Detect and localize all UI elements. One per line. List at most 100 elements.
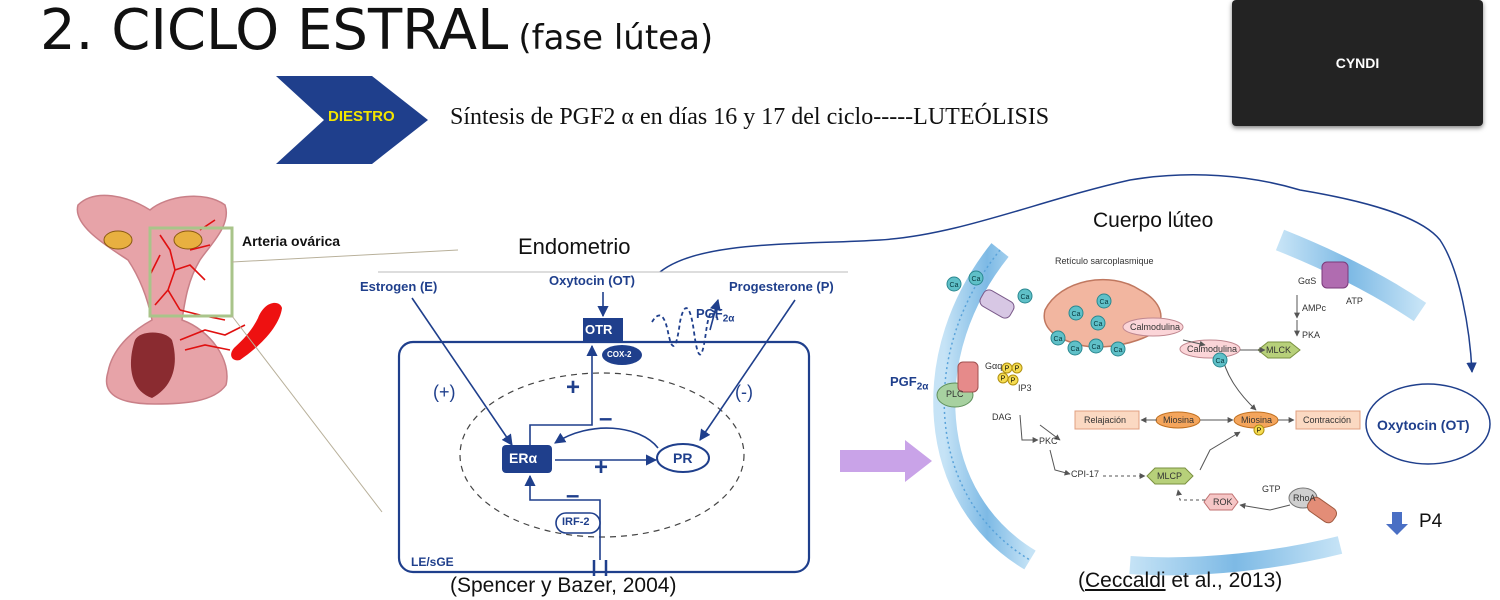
calmodulina-label-2: Calmodulina xyxy=(1187,344,1238,354)
ca-ion-label: Ca xyxy=(972,276,981,283)
atp-label: ATP xyxy=(1346,296,1363,306)
ca-ion-label: Ca xyxy=(1071,346,1080,353)
left-ovary-icon xyxy=(103,230,133,250)
ceccaldi-open: ( xyxy=(1078,569,1085,592)
ca-ion-icon xyxy=(1050,330,1066,346)
rhoa-label: RhoA xyxy=(1293,493,1316,503)
progesterone-label: Progesterone (P) xyxy=(729,279,834,294)
pr-label: PR xyxy=(673,450,693,466)
down-arrow-icon xyxy=(1386,512,1408,535)
plus-pr: + xyxy=(594,454,609,481)
ca-ion-icon xyxy=(1212,352,1228,368)
ceccaldi-rest: et al., 2013) xyxy=(1165,569,1283,592)
ca-channel-icon xyxy=(979,289,1015,319)
right-ovary-icon xyxy=(173,230,203,250)
transfer-arrow-icon xyxy=(840,440,932,482)
ca-ion-icon xyxy=(1090,315,1106,331)
ca-ion-label: Ca xyxy=(1092,344,1101,351)
ca-ion-icon xyxy=(946,276,962,292)
plc-label: PLC xyxy=(946,389,964,399)
participant-name: CYNDI xyxy=(1335,55,1380,71)
rok-label: ROK xyxy=(1213,497,1233,507)
cox2-label: COX-2 xyxy=(607,350,632,359)
participant-video-tile[interactable]: CYNDI xyxy=(1232,0,1483,126)
cl-pgf2a-text: PGF xyxy=(890,374,917,389)
minus-er: – xyxy=(599,405,613,432)
artery-zoom-icon xyxy=(231,302,282,361)
irf2-label: IRF-2 xyxy=(562,516,590,528)
cl-oxytocin-label: Oxytocin (OT) xyxy=(1377,417,1470,433)
endometrio-title: Endometrio xyxy=(518,234,631,259)
phosphate-label: P xyxy=(1257,428,1262,435)
plus-left-label: (+) xyxy=(433,382,456,402)
pgf2a-label: PGF2α xyxy=(696,306,734,325)
phosphate-label: P xyxy=(1005,366,1010,373)
ip3-label: IP3 xyxy=(1018,383,1032,393)
ceccaldi-citation: (Ceccaldi et al., 2013) xyxy=(1078,569,1282,593)
minus-right-label: (-) xyxy=(735,382,753,402)
ca-ion-label: Ca xyxy=(1216,358,1225,365)
ca-ion-icon xyxy=(1096,293,1112,309)
arteria-ovarica-label: Arteria ovárica xyxy=(242,233,341,249)
ca-ion-label: Ca xyxy=(1072,311,1081,318)
spencer-citation: (Spencer y Bazer, 2004) xyxy=(450,574,677,597)
miosina-p-label: Miosina xyxy=(1241,415,1273,425)
cuerpo-luteo-diagram xyxy=(933,229,1491,576)
diestro-label: DIESTRO xyxy=(328,108,395,125)
ca-ion-label: Ca xyxy=(1021,294,1030,301)
ca-ion-icon xyxy=(1067,340,1083,356)
oxytocin-label: Oxytocin (OT) xyxy=(549,273,635,288)
calmodulina-label-1: Calmodulina xyxy=(1130,322,1181,332)
ceccaldi-author: Ceccaldi xyxy=(1085,569,1166,592)
ca-ion-icon xyxy=(1088,338,1104,354)
phosphate-icon xyxy=(1253,424,1265,436)
slide-title-main: 2. CICLO ESTRAL xyxy=(40,0,509,63)
atp-receptor-icon xyxy=(1321,261,1349,289)
cl-pgf2a-label: PGF2α xyxy=(890,374,928,393)
p4-label: P4 xyxy=(1419,511,1443,532)
gaq-label: Gαq xyxy=(985,361,1003,371)
pka-label: PKA xyxy=(1302,330,1321,340)
phosphate-icon xyxy=(1007,374,1019,386)
le-sge-label: LE/sGE xyxy=(411,555,454,569)
otr-label: OTR xyxy=(585,322,613,337)
mlcp-label: MLCP xyxy=(1157,471,1183,481)
diestro-chevron xyxy=(276,76,428,164)
phosphate-label: P xyxy=(1011,378,1016,385)
contraccion-label: Contracción xyxy=(1303,415,1352,425)
pgf2a-text: PGF xyxy=(696,306,723,321)
reticulo-label: Retículo sarcoplasmique xyxy=(1055,256,1154,266)
endometrio-diagram xyxy=(378,271,848,576)
dag-label: DAG xyxy=(992,412,1012,422)
minus-irf: – xyxy=(566,482,580,509)
slide-title: 2. CICLO ESTRAL(fase lútea) xyxy=(40,0,713,63)
cuerpo-luteo-title: Cuerpo lúteo xyxy=(1093,209,1214,232)
gas-label: GαS xyxy=(1298,276,1317,286)
ca-ion-label: Ca xyxy=(1054,336,1063,343)
cpi17-label: CPI-17 xyxy=(1071,469,1100,479)
pgf-receptor-icon xyxy=(957,361,979,393)
pkc-label: PKC xyxy=(1039,436,1058,446)
gtp-label: GTP xyxy=(1262,484,1281,494)
ca-ion-label: Ca xyxy=(1114,347,1123,354)
zoom-box xyxy=(148,226,234,318)
estrogen-label: Estrogen (E) xyxy=(360,279,438,294)
ca-ion-icon xyxy=(1017,288,1033,304)
ca-ion-icon xyxy=(968,270,984,286)
plus-otr: + xyxy=(566,374,581,401)
diestro-description: Síntesis de PGF2 α en días 16 y 17 del c… xyxy=(450,104,1050,130)
er-alpha-label: ERα xyxy=(509,450,538,466)
uterus-illustration xyxy=(76,194,459,513)
pgf2a-sub: 2α xyxy=(722,313,735,325)
phosphate-label: P xyxy=(1015,366,1020,373)
phosphate-label: P xyxy=(1001,376,1006,383)
relajacion-label: Relajación xyxy=(1084,415,1127,425)
phosphate-icon xyxy=(1011,362,1023,374)
miosina-label: Miosina xyxy=(1163,415,1195,425)
cl-pgf2a-sub: 2α xyxy=(916,381,929,393)
ca-ion-icon xyxy=(1068,305,1084,321)
slide-title-suffix: (fase lútea) xyxy=(518,18,714,58)
